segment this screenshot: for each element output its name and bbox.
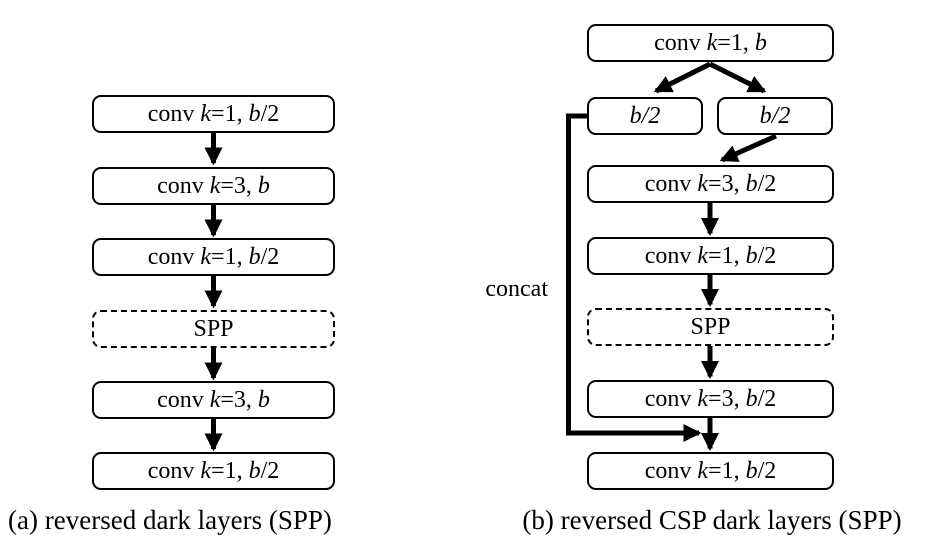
node-b-conv-k1-b2-1: conv k=1, b/2 xyxy=(587,237,834,275)
label-segment: conv xyxy=(644,243,698,269)
concat-label: concat xyxy=(485,276,548,302)
label-segment: b xyxy=(745,458,758,484)
caption-b: (b) reversed CSP dark layers (SPP) xyxy=(522,505,902,535)
label-segment: b xyxy=(754,30,767,56)
label-segment: /2 xyxy=(260,244,280,270)
label-segment: conv xyxy=(147,458,201,484)
label-segment: k xyxy=(697,243,709,269)
node-b-b2-left: b/2 xyxy=(587,97,703,135)
label-segment: conv xyxy=(644,458,698,484)
label-segment: /2 xyxy=(757,171,777,197)
label-segment: k xyxy=(200,244,212,270)
node-b-conv-k3-b2-1: conv k=3, b/2 xyxy=(587,165,834,203)
node-b-b2-right: b/2 xyxy=(717,97,833,135)
label-segment: =1, xyxy=(211,244,249,270)
node-a-conv-k3-b-2: conv k=3, b xyxy=(92,381,335,419)
node-b-conv-k3-b2-2: conv k=3, b/2 xyxy=(587,380,834,418)
node-b-conv-k1-b2-2: conv k=1, b/2 xyxy=(587,452,834,490)
node-a-conv-k1-b2-1: conv k=1, b/2 xyxy=(92,95,335,133)
label-segment: b xyxy=(248,458,261,484)
label-segment: SPP xyxy=(690,314,731,340)
label-segment: k xyxy=(697,171,709,197)
label-segment: =1, xyxy=(708,243,746,269)
node-a-spp: SPP xyxy=(92,310,335,348)
label-segment: =1, xyxy=(708,458,746,484)
label-segment: b xyxy=(745,171,758,197)
label-segment: k xyxy=(209,387,221,413)
label-segment: =3, xyxy=(220,173,258,199)
label-segment: /2 xyxy=(260,458,280,484)
label-segment: k xyxy=(697,386,709,412)
label-segment: conv xyxy=(147,244,201,270)
label-segment: /2 xyxy=(757,243,777,269)
label-segment: b xyxy=(745,243,758,269)
label-segment: b xyxy=(248,101,261,127)
label-segment: =1, xyxy=(211,101,249,127)
label-segment: =3, xyxy=(708,171,746,197)
label-segment: =1, xyxy=(211,458,249,484)
label-segment: k xyxy=(200,101,212,127)
label-segment: k xyxy=(706,30,718,56)
label-segment: =3, xyxy=(220,387,258,413)
node-a-conv-k1-b2-2: conv k=1, b/2 xyxy=(92,238,335,276)
node-a-conv-k1-b2-3: conv k=1, b/2 xyxy=(92,452,335,490)
label-segment: =3, xyxy=(708,386,746,412)
arrow-b-split-left xyxy=(653,61,712,94)
label-segment: b xyxy=(248,244,261,270)
label-segment: k xyxy=(200,458,212,484)
caption-a: (a) reversed dark layers (SPP) xyxy=(8,505,332,535)
label-segment: b/2 xyxy=(629,103,661,129)
label-segment: /2 xyxy=(260,101,280,127)
label-segment: b/2 xyxy=(759,103,791,129)
label-segment: k xyxy=(209,173,221,199)
arrow-b-branch-down xyxy=(719,133,778,163)
node-b-conv-k1-b: conv k=1, b xyxy=(587,24,834,62)
node-b-spp: SPP xyxy=(587,308,834,346)
label-segment: /2 xyxy=(757,458,777,484)
label-segment: b xyxy=(257,387,270,413)
label-segment: conv xyxy=(157,173,210,199)
arrow-b-split-right xyxy=(708,61,767,94)
label-segment: b xyxy=(745,386,758,412)
label-segment: k xyxy=(697,458,709,484)
label-segment: /2 xyxy=(757,386,777,412)
label-segment: SPP xyxy=(193,316,234,342)
concat-shortcut-line xyxy=(566,113,702,443)
label-segment: conv xyxy=(644,386,698,412)
label-segment: conv xyxy=(654,30,707,56)
label-segment: b xyxy=(257,173,270,199)
node-a-conv-k3-b-1: conv k=3, b xyxy=(92,167,335,205)
label-segment: conv xyxy=(644,171,698,197)
label-segment: conv xyxy=(147,101,201,127)
label-segment: conv xyxy=(157,387,210,413)
label-segment: =1, xyxy=(717,30,755,56)
